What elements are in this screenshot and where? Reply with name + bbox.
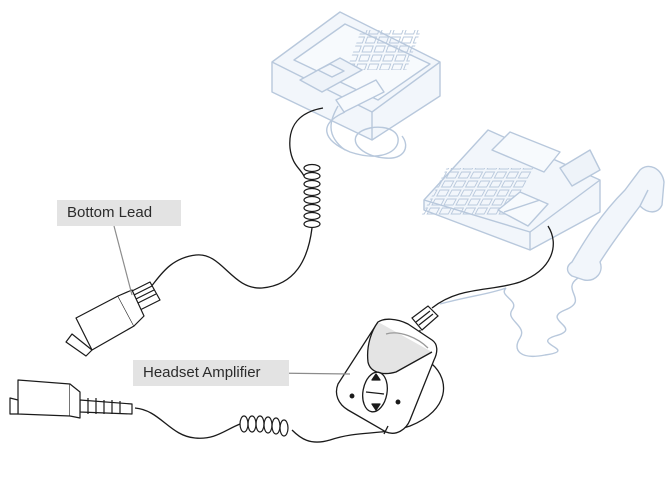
amplifier-cord-to-connector xyxy=(134,407,241,439)
amplifier-cord-coil xyxy=(239,415,289,437)
modular-plug-icon xyxy=(411,305,439,331)
handset-coil-cord xyxy=(503,277,579,357)
bottom-lead-label: Bottom Lead xyxy=(57,200,181,226)
headset-qd-connector-icon xyxy=(9,379,133,419)
bottom-lead-coil xyxy=(303,163,321,229)
back-phone-coil-cord xyxy=(326,111,407,159)
handset-icon xyxy=(566,165,665,281)
amplifier-output-cord xyxy=(291,363,445,443)
headset-amplifier-label: Headset Amplifier xyxy=(133,360,289,386)
handset-cord-tail xyxy=(439,287,507,305)
bottom-lead-cord-lower xyxy=(149,227,313,289)
bottom-lead-cord-upper xyxy=(289,107,324,177)
headset-amplifier-icon xyxy=(335,318,438,435)
desk-phone-front-icon xyxy=(421,129,601,251)
bottom-lead-leader-line xyxy=(113,225,133,296)
telephone-line-cord xyxy=(431,225,554,309)
bottom-lead-qd-connector-icon xyxy=(65,281,161,357)
desk-phone-back-icon xyxy=(271,11,441,151)
